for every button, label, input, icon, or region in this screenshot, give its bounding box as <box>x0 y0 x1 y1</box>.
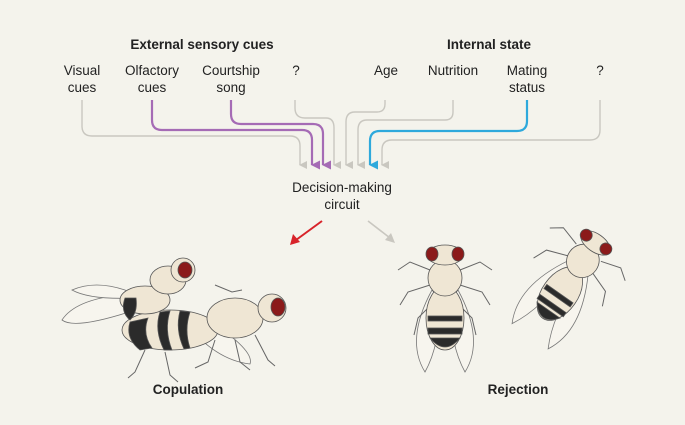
fly-female-illustration <box>397 244 493 373</box>
input-visual-cues: Visual cues <box>64 62 101 96</box>
fly-pair-illustration <box>61 257 287 383</box>
input-label-line: Nutrition <box>427 63 479 78</box>
grey-input-arrows <box>81 100 601 169</box>
arrow-olfactory-cues <box>150 100 320 170</box>
arrow-to-rejection <box>367 220 395 243</box>
input-nutrition: Nutrition <box>428 62 478 79</box>
header-external-sensory-cues: External sensory cues <box>130 37 274 52</box>
arrow-visual-cues <box>81 100 307 169</box>
arrow-mating-status <box>368 100 529 170</box>
input-label-line: Age <box>373 63 399 78</box>
input-label-line: Mating <box>506 63 548 78</box>
input-unknown-internal: ? <box>596 62 604 79</box>
input-mating-status: Mating status <box>507 62 548 96</box>
arrow-unknown-internal <box>381 100 601 169</box>
input-age: Age <box>374 62 398 79</box>
input-courtship-song: Courtship song <box>202 62 260 96</box>
node-label-line: Decision-making <box>292 180 392 195</box>
input-label-line: Olfactory <box>124 63 180 78</box>
caption-copulation: Copulation <box>152 382 224 397</box>
input-label-line: status <box>508 80 546 95</box>
arrow-unknown-external <box>294 100 341 169</box>
input-label-line: Courtship <box>202 63 260 78</box>
caption-rejection: Rejection <box>487 382 549 397</box>
input-olfactory-cues: Olfactory cues <box>125 62 179 96</box>
input-unknown-external: ? <box>292 62 300 79</box>
input-label-line: cues <box>67 80 97 95</box>
input-label-line: song <box>216 80 246 95</box>
header-internal-state: Internal state <box>446 37 532 52</box>
input-label-line: Visual <box>63 63 101 78</box>
input-label-line: cues <box>137 80 167 95</box>
input-label-line: ? <box>292 63 300 78</box>
arrow-courtship-song <box>229 100 331 170</box>
arrow-to-copulation <box>290 220 323 245</box>
purple-input-arrows <box>150 100 331 170</box>
node-label-line: circuit <box>324 197 360 212</box>
input-label-line: ? <box>596 63 604 78</box>
arrow-nutrition <box>357 100 454 169</box>
arrow-age <box>345 100 386 169</box>
fly-rejecting-illustration <box>511 227 626 350</box>
decision-making-circuit: Decision-making circuit <box>292 179 392 213</box>
